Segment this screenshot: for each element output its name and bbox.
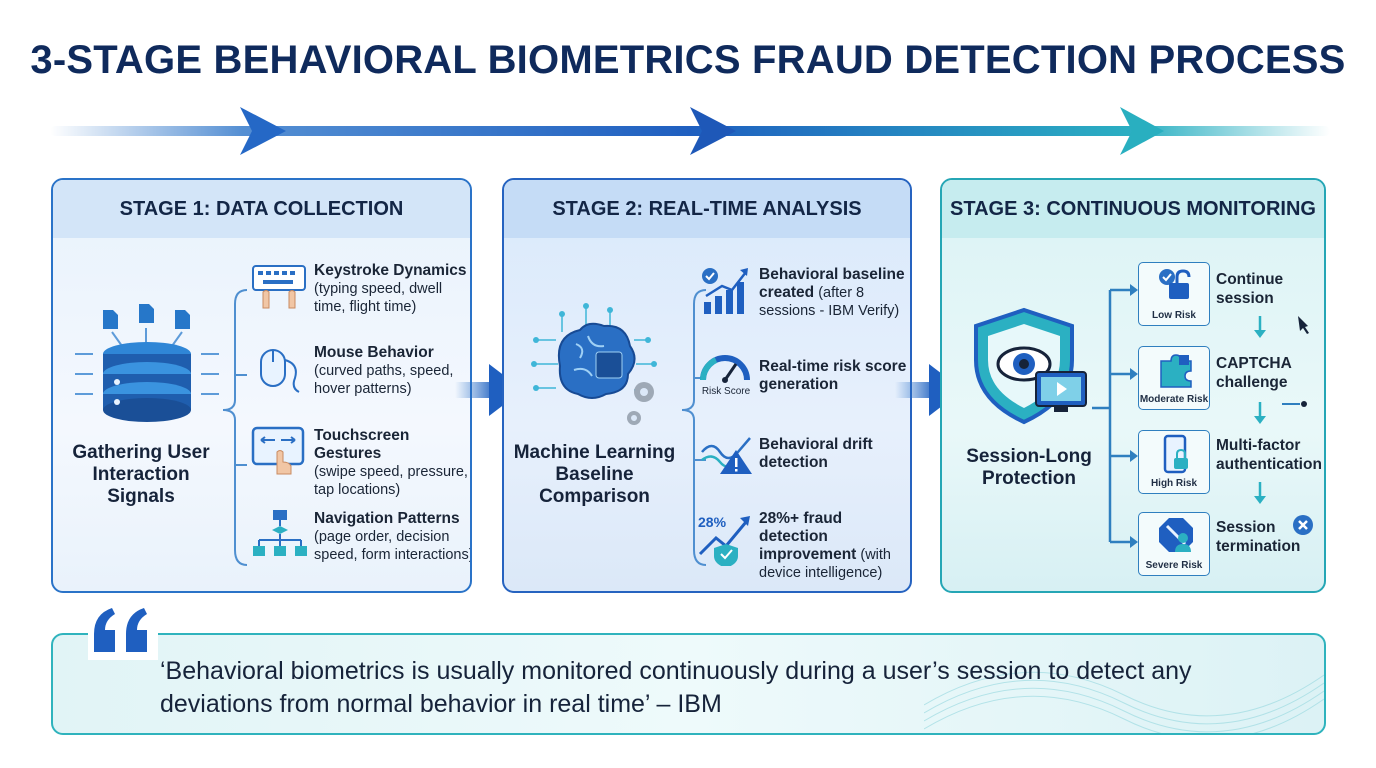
database-icon [75, 304, 219, 422]
stage-3-panel: STAGE 3: CONTINUOUS MONITORING Session-L… [940, 178, 1326, 593]
risk-action-terminate: Session termination [1216, 519, 1301, 555]
stage-1-hub-label: Gathering User Interaction Signals [72, 442, 210, 507]
risk-action-mfa: Multi-factor authentication [1216, 437, 1322, 473]
puzzle-icon [1160, 354, 1192, 388]
item-title: Behavioral baseline created [759, 266, 905, 301]
flow-arrowhead-3-icon [1120, 107, 1164, 155]
item-navigation: Navigation Patterns (page order, decisio… [314, 510, 472, 564]
risk-score-label: Risk Score [701, 386, 751, 397]
item-keystroke: Keystroke Dynamics (typing speed, dwell … [314, 262, 470, 316]
quote-box [51, 633, 1326, 735]
item-mouse: Mouse Behavior (curved paths, speed, hov… [314, 344, 470, 398]
stage-2-hub-label: Machine Learning Baseline Comparison [513, 442, 676, 507]
item-drift: Behavioral drift detection [759, 436, 909, 472]
stage-2-panel: STAGE 2: REAL-TIME ANALYSIS Machine Lear… [502, 178, 912, 593]
item-desc: (page order, decision speed, form intera… [314, 529, 472, 563]
close-icon [1293, 515, 1313, 535]
item-desc: (with device intelligence) [759, 547, 891, 581]
phone-lock-icon [1163, 434, 1188, 474]
escalation-arrows [1254, 316, 1309, 504]
cursor-icon [1298, 316, 1309, 334]
risk-level-label: Low Risk [1152, 310, 1196, 321]
item-touchscreen: Touchscreen Gestures (swipe speed, press… [314, 427, 470, 499]
item-desc: (typing speed, dwell time, flight time) [314, 281, 443, 315]
growth-chart-icon [702, 268, 748, 314]
shield-eye-icon [974, 307, 1087, 425]
stage-3-hub-label: Session-Long Protection [966, 446, 1092, 489]
risk-box-low: Low Risk [1138, 262, 1210, 326]
item-title: 28%+ fraud detection improvement [759, 510, 857, 563]
risk-action-continue: Continue session [1216, 271, 1284, 307]
flow-arrow [50, 107, 1330, 155]
quote-wave-decoration [924, 671, 1324, 733]
mouse-icon [260, 349, 300, 393]
quote-text: ‘Behavioral biometrics is usually monito… [160, 657, 1192, 718]
drift-warning-icon [701, 437, 752, 474]
stage-1-connector [222, 289, 248, 566]
item-title: Navigation Patterns [314, 510, 460, 527]
shield-trend-icon [698, 516, 750, 566]
item-baseline: Behavioral baseline created (after 8 ses… [759, 266, 909, 320]
risk-action-captcha: CAPTCHA challenge [1216, 355, 1292, 391]
stage-1-header: STAGE 1: DATA COLLECTION [53, 180, 470, 238]
touchscreen-icon [251, 426, 305, 475]
unlock-icon [1159, 269, 1191, 299]
flowchart-icon [253, 510, 307, 556]
risk-box-moderate: Moderate Risk [1138, 346, 1210, 410]
gauge-icon [700, 355, 750, 383]
keyboard-icon [252, 265, 306, 309]
improvement-badge: 28% [698, 514, 727, 530]
quote-mark-icon [88, 600, 158, 660]
item-improvement: 28%+ fraud detection improvement (with d… [759, 510, 909, 582]
item-desc: (curved paths, speed, hover patterns) [314, 363, 454, 397]
risk-level-label: Severe Risk [1145, 560, 1203, 571]
risk-box-severe: Severe Risk [1138, 512, 1210, 576]
item-title: Mouse Behavior [314, 344, 434, 361]
block-user-icon [1159, 518, 1193, 552]
stage-2-header: STAGE 2: REAL-TIME ANALYSIS [504, 180, 910, 238]
flow-arrowhead-2-icon [690, 107, 736, 155]
item-title: Real-time risk score generation [759, 358, 907, 393]
item-title: Keystroke Dynamics [314, 262, 467, 279]
stage-1-panel: STAGE 1: DATA COLLECTION Gathering User … [51, 178, 472, 593]
brain-chip-icon [531, 303, 657, 425]
stage-3-connector [1092, 284, 1138, 548]
item-title: Touchscreen Gestures [314, 427, 410, 462]
item-risk-score: Real-time risk score generation [759, 358, 909, 394]
risk-box-high: High Risk [1138, 430, 1210, 494]
risk-level-label: Moderate Risk [1139, 394, 1209, 405]
stage-3-header: STAGE 3: CONTINUOUS MONITORING [942, 180, 1324, 238]
item-desc: (after 8 sessions - IBM Verify) [759, 285, 900, 319]
item-title: Behavioral drift detection [759, 436, 873, 471]
risk-level-label: High Risk [1150, 478, 1198, 489]
flow-arrowhead-1-icon [240, 107, 286, 155]
item-desc: (swipe speed, pressure, tap locations) [314, 464, 468, 498]
page-title: 3-STAGE BEHAVIORAL BIOMETRICS FRAUD DETE… [30, 38, 1346, 82]
